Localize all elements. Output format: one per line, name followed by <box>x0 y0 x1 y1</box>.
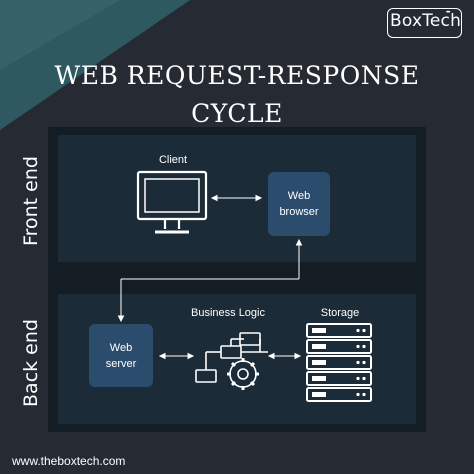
web-server-label-line1: Web <box>109 342 133 354</box>
monitor-icon <box>136 170 208 234</box>
storage-label: Storage <box>320 307 360 319</box>
logic-storage-arrow <box>267 352 302 360</box>
business-logic-icon <box>195 332 268 390</box>
front-end-label: Front end <box>20 156 42 246</box>
business-logic-label: Business Logic <box>191 307 265 319</box>
web-browser-label-line1: Web <box>287 190 311 202</box>
website-url[interactable]: www.theboxtech.com <box>12 454 126 468</box>
back-end-label: Back end <box>20 319 42 407</box>
client-browser-arrow <box>210 194 263 202</box>
brand-logo: BoxTech <box>390 11 462 31</box>
web-server-label-line2: server <box>105 358 137 370</box>
web-browser-box <box>268 172 330 236</box>
client-label: Client <box>158 154 188 166</box>
server-logic-arrow <box>158 352 195 360</box>
web-browser-label: Web browser <box>268 188 330 220</box>
corner-accent-light <box>0 0 120 70</box>
brand-logo-frame <box>387 8 462 38</box>
page-title-line1: WEB REQUEST-RESPONSE <box>54 61 420 90</box>
browser-server-connector <box>117 238 303 323</box>
web-server-box <box>89 324 153 387</box>
web-browser-label-line2: browser <box>279 206 319 218</box>
storage-rack-icon <box>306 323 372 402</box>
logo-dots-icon: ••• <box>446 10 450 16</box>
web-server-label: Web server <box>89 340 153 372</box>
page-title-line2: CYCLE <box>191 99 283 128</box>
